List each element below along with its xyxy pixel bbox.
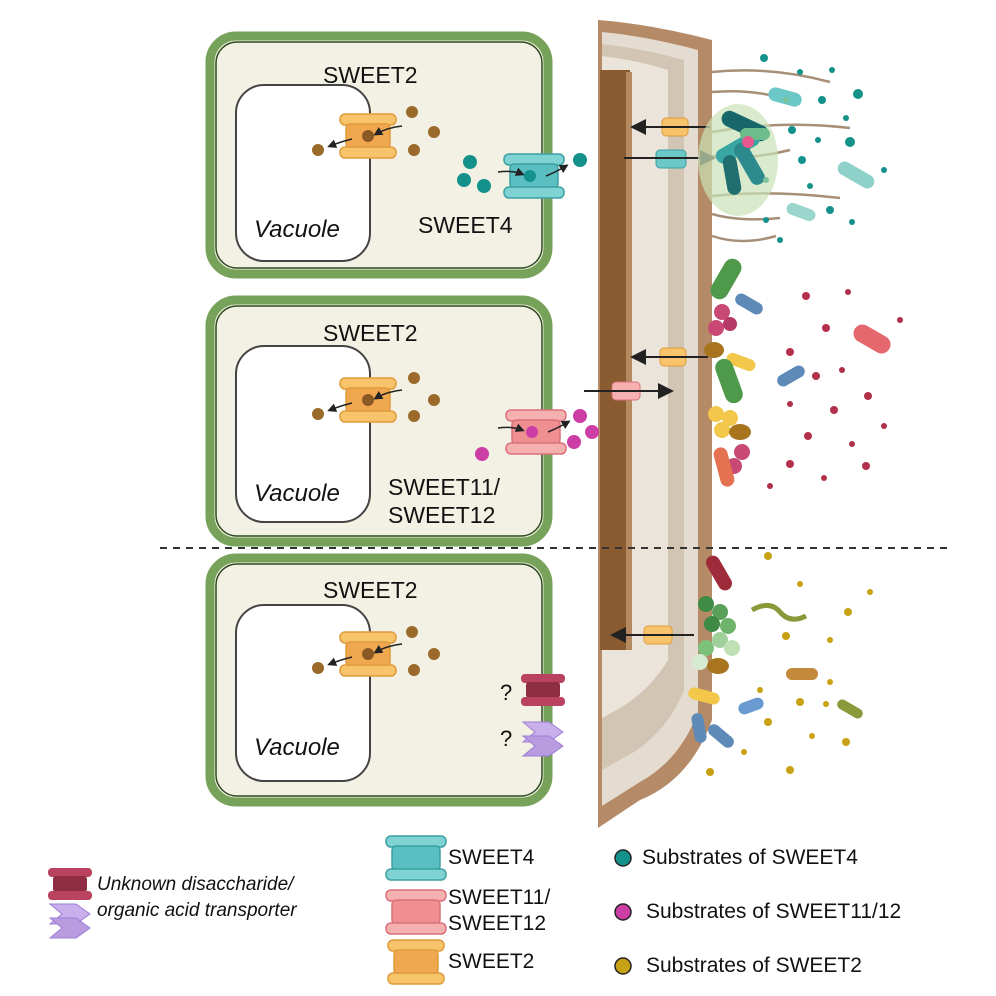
sweet2-substrate-dots [706, 552, 873, 776]
legend-sub-sweet11-dot [614, 903, 632, 921]
legend-sweet2-label: SWEET2 [448, 950, 535, 973]
legend-sub-sweet2-dot [614, 957, 632, 975]
cell-1-sweet4-label: SWEET4 [418, 212, 513, 238]
sweet2-transporter-2 [312, 372, 440, 423]
cell-1-vacuole-label: Vacuole [254, 216, 340, 243]
sweet11-membrane-transporter [475, 409, 599, 461]
cell-2-sweet11-label-line1: SWEET11/ [388, 474, 501, 500]
sweet11-substrate-dots [767, 289, 903, 489]
cell-3-sweet2-label: SWEET2 [323, 577, 418, 603]
cell-2-sweet11-label-line2: SWEET12 [388, 502, 496, 528]
legend-sweet11-icon [385, 889, 447, 935]
legend-unknown-icon [48, 868, 92, 900]
legend-sub-sweet11-label: Substrates of SWEET11/12 [646, 900, 902, 923]
legend-sweet4-icon [385, 835, 447, 881]
legend-sub-sweet2-label: Substrates of SWEET2 [646, 954, 862, 977]
legend-sweet4-label: SWEET4 [448, 846, 535, 869]
legend-organic-acid-icon [49, 903, 91, 939]
legend-sub-sweet4-dot [614, 849, 632, 867]
unknown-transporter [521, 674, 565, 706]
sweet2-transporter-3 [312, 626, 440, 677]
organic-acid-question: ? [500, 726, 513, 751]
legend-sweet11-label-line2: SWEET12 [448, 912, 547, 935]
root-transport-arrows [584, 117, 716, 645]
cell-2-vacuole-label: Vacuole [254, 480, 340, 507]
microbes-cluster-1 [698, 87, 875, 222]
cell-3-vacuole-label: Vacuole [254, 734, 340, 761]
cell-3 [205, 553, 553, 807]
legend-unknown-line1: Unknown disaccharide/ [97, 874, 294, 895]
sweet4-substrate-dots [760, 54, 887, 243]
sweet4-membrane-transporter [457, 153, 587, 199]
cell-2-sweet2-label: SWEET2 [323, 320, 418, 346]
root-structure [598, 20, 712, 828]
legend-unknown-line2: organic acid transporter [97, 900, 297, 921]
organic-acid-transporter [522, 721, 564, 757]
legend-sweet11-label-line1: SWEET11/ [448, 886, 551, 909]
microbes-cluster-3 [688, 555, 863, 748]
unknown-transporter-question: ? [500, 680, 513, 705]
sweet2-transporter-1 [312, 106, 440, 159]
legend-sub-sweet4-label: Substrates of SWEET4 [642, 846, 858, 869]
legend-sweet2-icon [387, 939, 445, 985]
microbes-cluster-2 [704, 258, 891, 487]
cell-1-sweet2-label: SWEET2 [323, 62, 418, 88]
legend [48, 835, 632, 985]
